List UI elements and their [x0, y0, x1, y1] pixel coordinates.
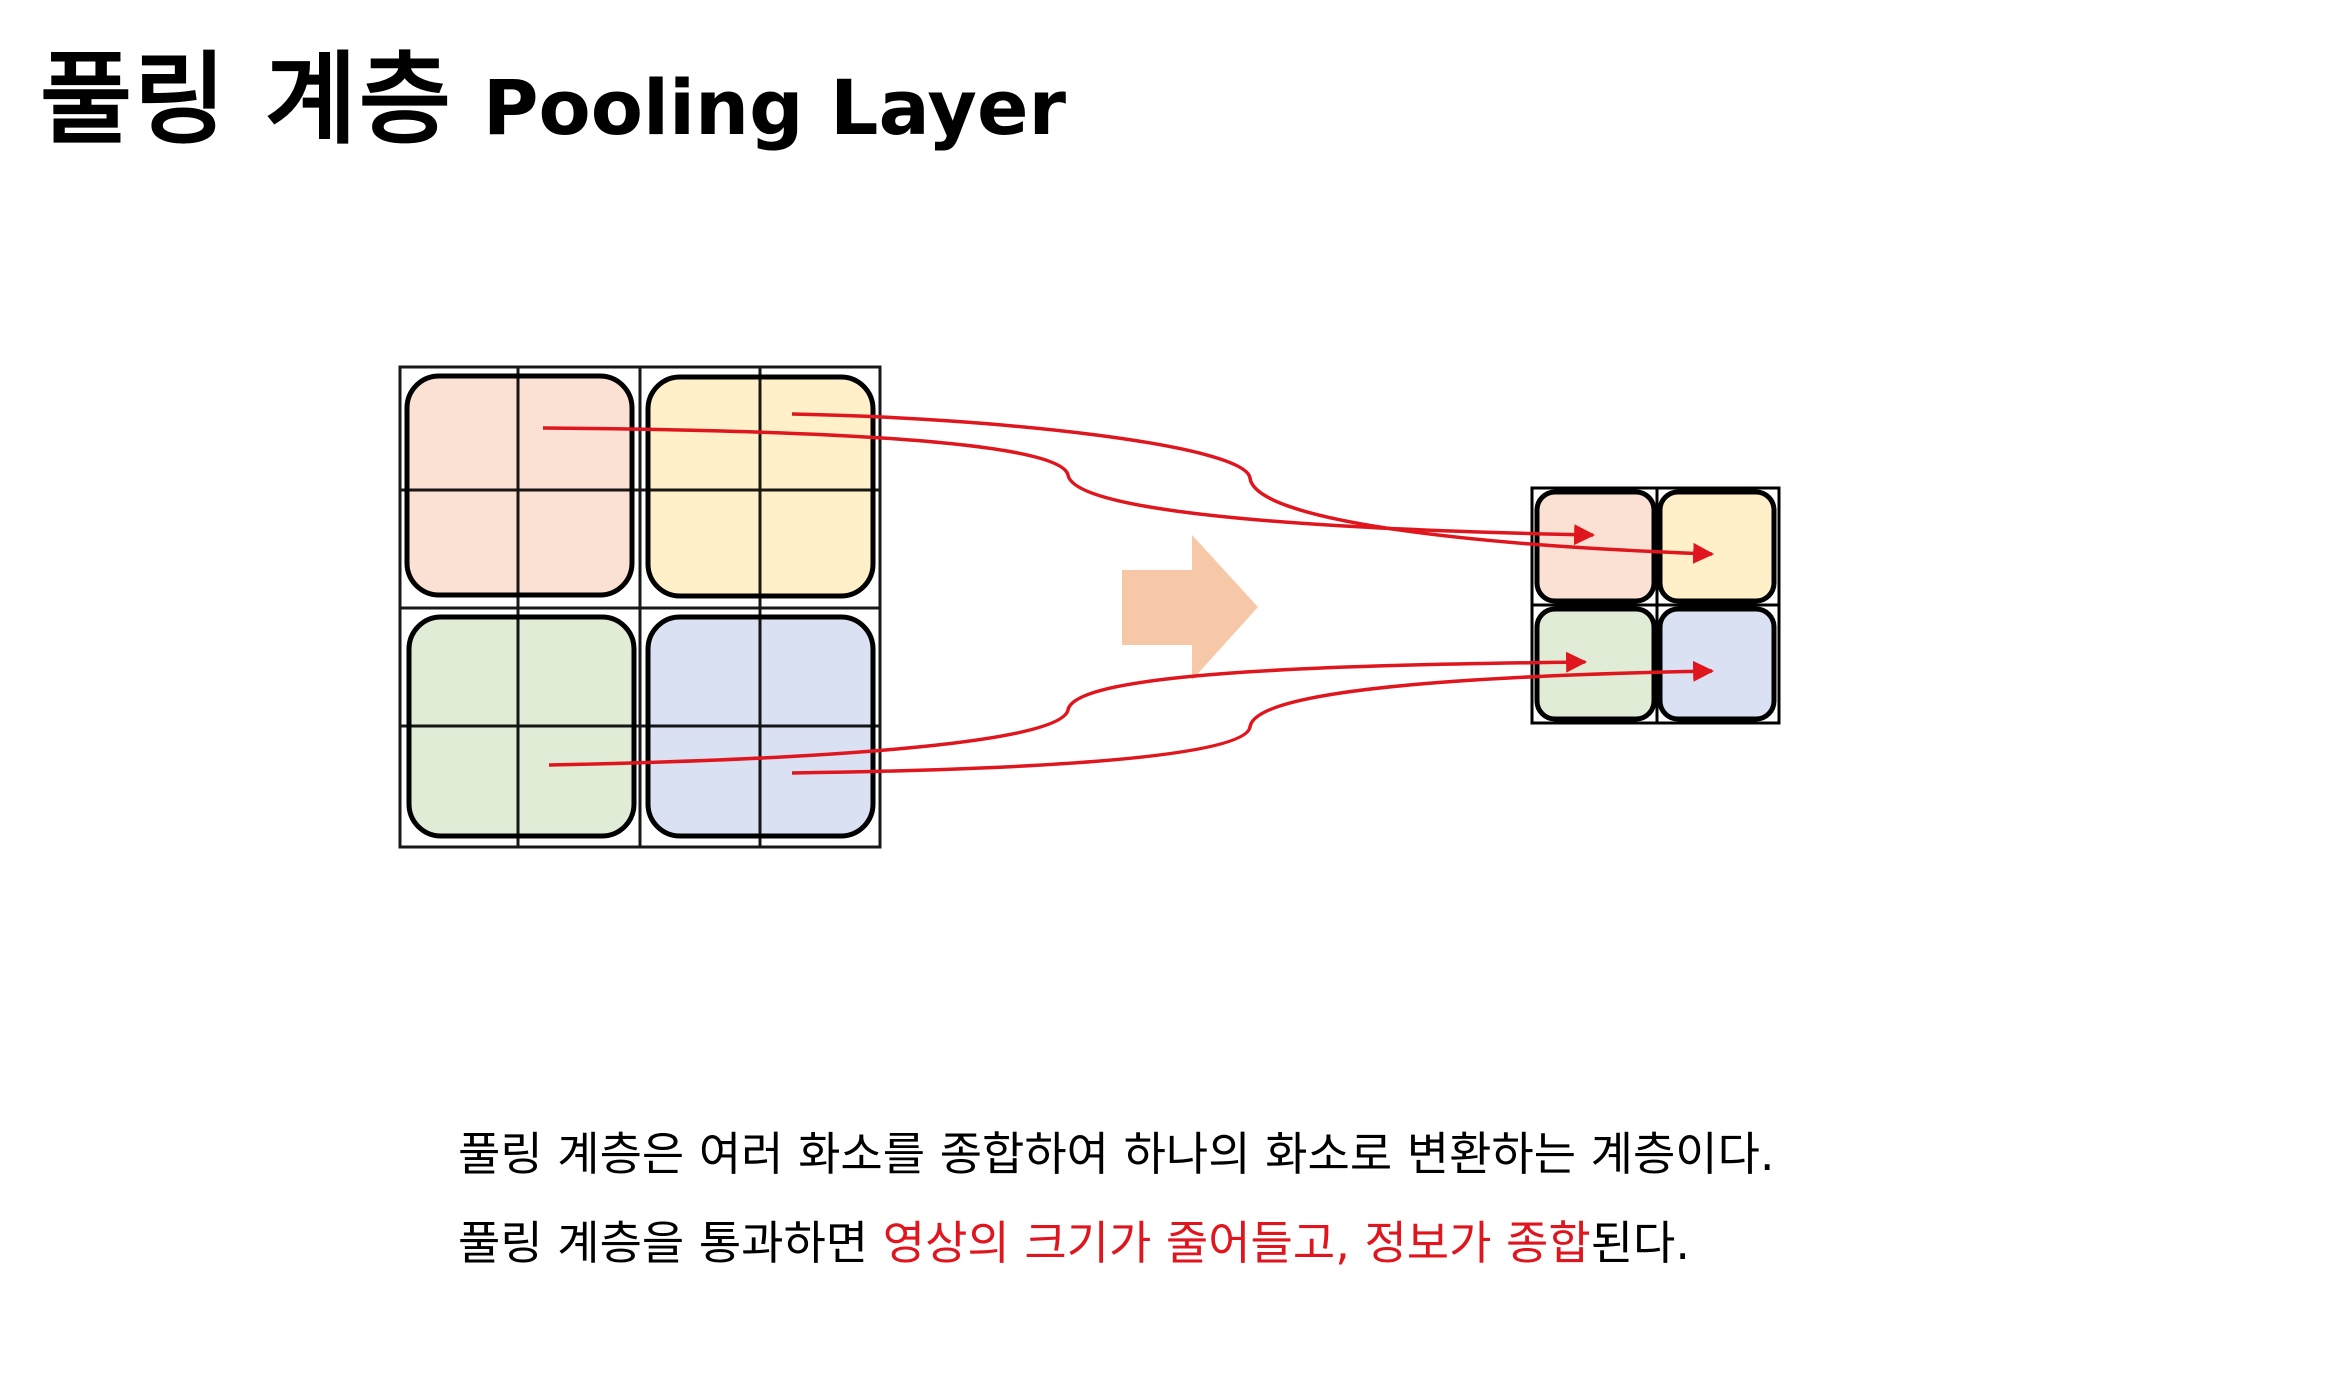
page-title: 풀링 계층 Pooling Layer — [40, 18, 1066, 163]
transition-arrow-icon — [1122, 535, 1258, 680]
connector-bottom-left — [548, 651, 1588, 767]
caption-separator: , — [1335, 1216, 1365, 1270]
caption-highlight-size: 영상의 크기가 줄어들고 — [882, 1216, 1336, 1270]
connector-top-left — [542, 426, 1596, 546]
connector-top-right — [791, 412, 1715, 564]
title-english: Pooling Layer — [482, 63, 1066, 152]
connector-lines — [542, 412, 1715, 775]
caption-line-1: 풀링 계층은 여러 화소를 종합하여 하나의 화소로 변환하는 계층이다. — [458, 1127, 1775, 1181]
caption-line-2: 풀링 계층을 통과하면 영상의 크기가 줄어들고, 정보가 종합된다. — [458, 1207, 1690, 1273]
output-cell-bottom-right — [1657, 606, 1777, 722]
output-feature-map — [1530, 486, 1781, 725]
title-korean: 풀링 계층 — [40, 41, 453, 158]
input-grid — [398, 365, 882, 849]
output-cell-top-right — [1657, 489, 1777, 604]
input-feature-map — [398, 365, 882, 849]
caption-line-2-prefix: 풀링 계층을 통과하면 — [458, 1216, 883, 1270]
output-grid — [1530, 486, 1781, 725]
caption-line-2-suffix: 된다. — [1590, 1216, 1690, 1270]
connector-bottom-right — [791, 660, 1715, 775]
output-cell-top-left — [1534, 489, 1657, 604]
caption-highlight-info: 정보가 종합 — [1364, 1216, 1591, 1270]
